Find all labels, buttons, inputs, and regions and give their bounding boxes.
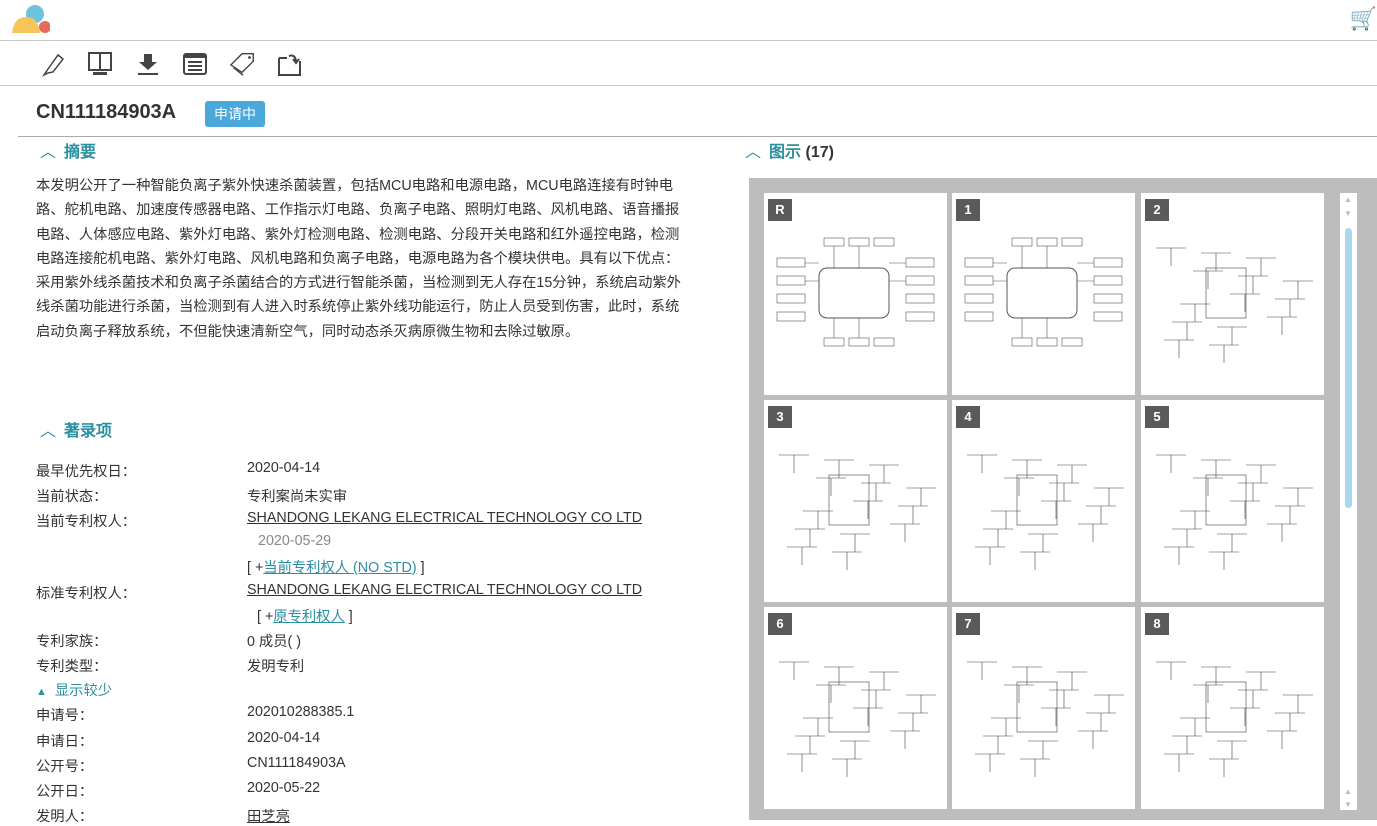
highlighter-icon[interactable]: [39, 50, 67, 78]
export-icon[interactable]: [276, 50, 304, 78]
assignee-link[interactable]: SHANDONG LEKANG ELECTRICAL TECHNOLOGY CO…: [247, 510, 643, 526]
shopping-cart-icon[interactable]: 🛒: [1349, 6, 1377, 31]
biblio-section-toggle[interactable]: ︿ 著录项: [40, 417, 112, 441]
field-label: 最早优先权日：: [36, 464, 137, 480]
status-badge: 申请中: [205, 101, 265, 127]
top-bar: 🛒: [0, 0, 1377, 41]
inventor-link[interactable]: 田芝亮: [247, 809, 290, 825]
std-assignee-link[interactable]: SHANDONG LEKANG ELECTRICAL TECHNOLOGY CO…: [247, 582, 643, 598]
scroll-down-icon[interactable]: ▲: [1344, 787, 1352, 796]
chevron-up-icon: ︿: [745, 144, 762, 161]
orig-assignee-link[interactable]: 原专利权人: [273, 609, 345, 625]
figure-label: 7: [956, 613, 980, 635]
triangle-up-icon: ▲: [36, 686, 47, 698]
show-less-label: 显示较少: [54, 683, 113, 699]
figure-label: 6: [768, 613, 792, 635]
field-label: 申请号：: [36, 708, 94, 724]
figure-label: 2: [1145, 199, 1169, 221]
circuit-diagram-image: [1156, 454, 1313, 570]
field-value: 2020-04-14: [247, 460, 321, 476]
bracket: [ +: [257, 609, 274, 625]
scrollbar-thumb[interactable]: [1345, 228, 1352, 508]
figure-label: 3: [768, 406, 792, 428]
assignee-date: 2020-05-29: [258, 533, 332, 549]
tags-icon[interactable]: [229, 50, 257, 78]
circuit-diagram-image: [776, 237, 935, 347]
field-label: 公开日：: [36, 784, 94, 800]
bracket: ]: [344, 609, 353, 625]
show-less-toggle[interactable]: ▲ 显示较少: [36, 679, 112, 700]
figure-thumbnail[interactable]: 2: [1141, 193, 1324, 395]
figure-label: 5: [1145, 406, 1169, 428]
bracket: [ +: [247, 560, 264, 576]
field-label: 标准专利权人：: [36, 586, 137, 602]
download-icon[interactable]: [134, 50, 162, 78]
figure-thumbnail[interactable]: 1: [952, 193, 1135, 395]
scrollbar[interactable]: ▲ ▼ ▲ ▼: [1340, 193, 1357, 810]
scroll-down-icon[interactable]: ▼: [1344, 800, 1352, 809]
figure-thumbnail[interactable]: 8: [1141, 607, 1324, 809]
figure-label: 8: [1145, 613, 1169, 635]
scroll-up-icon[interactable]: ▼: [1344, 209, 1352, 218]
patent-number: CN111184903A: [36, 101, 177, 123]
figures-section-toggle[interactable]: ︿ 图示 (17): [745, 138, 834, 162]
field-value: 202010288385.1: [247, 704, 355, 720]
field-label: 当前专利权人：: [36, 514, 137, 530]
field-value: 发明专利: [247, 659, 305, 675]
figure-thumbnail[interactable]: 3: [764, 400, 947, 602]
figure-thumbnail[interactable]: R: [764, 193, 947, 395]
field-value: 2020-05-22: [247, 780, 321, 796]
toolbar: [0, 41, 1377, 86]
figure-label: 4: [956, 406, 980, 428]
field-value: 专利案尚未实审: [247, 489, 348, 505]
assignee-nostd-link[interactable]: 当前专利权人 (NO STD): [263, 560, 417, 576]
field-label: 专利家族：: [36, 634, 108, 650]
field-label: 发明人：: [36, 809, 94, 825]
chevron-up-icon: ︿: [40, 144, 57, 161]
abstract-heading: 摘要: [64, 144, 97, 161]
circuit-diagram-image: [964, 237, 1123, 347]
circuit-diagram-image: [1156, 247, 1313, 363]
assignee-more: [ +当前专利权人 (NO STD) ]: [247, 556, 425, 577]
circuit-diagram-image: [967, 454, 1124, 570]
list-icon[interactable]: [181, 50, 209, 78]
circuit-diagram-image: [779, 661, 936, 777]
field-value: 2020-04-14: [247, 730, 321, 746]
figure-label: R: [768, 199, 792, 221]
logo-icon[interactable]: [10, 3, 50, 35]
figure-thumbnail[interactable]: 5: [1141, 400, 1324, 602]
figure-thumbnail[interactable]: 7: [952, 607, 1135, 809]
biblio-heading: 著录项: [64, 423, 113, 440]
figures-heading: 图示: [769, 144, 802, 161]
figure-thumbnail[interactable]: 6: [764, 607, 947, 809]
field-label: 申请日：: [36, 734, 94, 750]
field-value: CN111184903A: [247, 755, 346, 771]
field-label: 专利类型：: [36, 659, 108, 675]
monitor-icon[interactable]: [86, 50, 114, 78]
field-label: 公开号：: [36, 759, 94, 775]
scroll-up-icon[interactable]: ▲: [1344, 195, 1352, 204]
orig-assignee: [ +原专利权人 ]: [257, 605, 353, 626]
figure-thumbnail[interactable]: 4: [952, 400, 1135, 602]
abstract-text: 本发明公开了一种智能负离子紫外快速杀菌装置，包括MCU电路和电源电路，MCU电路…: [36, 178, 681, 340]
circuit-diagram-image: [779, 454, 936, 570]
abstract-section-toggle[interactable]: ︿ 摘要: [40, 138, 96, 162]
field-value: 0 成员( ): [247, 634, 302, 650]
figures-gallery: R 1 2 3 4 5 6 7 8 ▲ ▼ ▲ ▼: [749, 178, 1377, 820]
circuit-diagram-image: [967, 661, 1124, 777]
figures-count: (17): [805, 144, 834, 161]
chevron-up-icon: ︿: [40, 423, 57, 440]
figure-label: 1: [956, 199, 980, 221]
divider: [18, 136, 1377, 137]
circuit-diagram-image: [1156, 661, 1313, 777]
field-label: 当前状态：: [36, 489, 108, 505]
bracket: ]: [416, 560, 425, 576]
